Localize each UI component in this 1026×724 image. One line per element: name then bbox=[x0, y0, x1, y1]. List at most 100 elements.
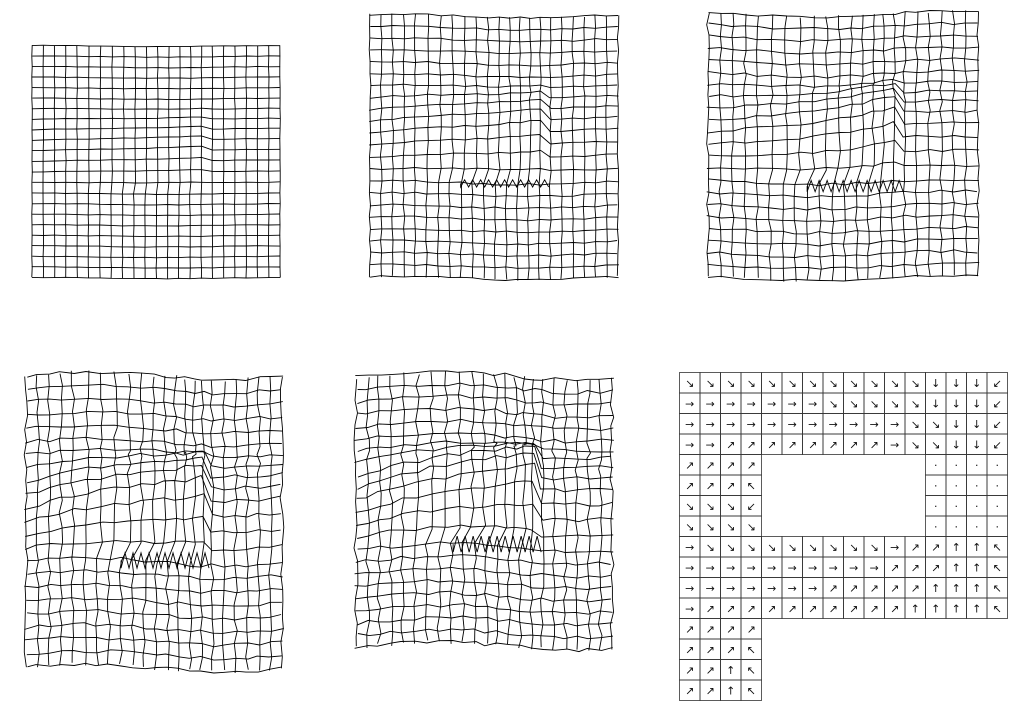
mesh-row-line bbox=[369, 99, 618, 110]
displacement-arrow: → bbox=[808, 582, 817, 595]
displacement-arrow: · bbox=[996, 459, 1000, 472]
mesh-column-line bbox=[167, 46, 169, 278]
mesh-row-line bbox=[708, 58, 979, 65]
mesh-row-line bbox=[370, 38, 618, 42]
displacement-arrow: ↖ bbox=[747, 479, 756, 492]
displacement-arrow: → bbox=[829, 418, 838, 431]
displacement-arrow: ↑ bbox=[952, 582, 961, 595]
mesh-column-line bbox=[36, 375, 39, 667]
displacement-arrow: ↑ bbox=[726, 664, 735, 677]
mesh-column-line bbox=[48, 375, 52, 665]
mesh-column-line bbox=[952, 10, 955, 275]
displacement-arrow: ↗ bbox=[747, 438, 756, 451]
displacement-arrow: ↘ bbox=[747, 377, 756, 390]
mesh-row-line bbox=[358, 383, 613, 394]
displacement-arrow: ↗ bbox=[706, 479, 715, 492]
mesh-column-line bbox=[595, 15, 597, 277]
displacement-arrow: · bbox=[934, 500, 938, 513]
mesh-row-line bbox=[25, 637, 283, 647]
displacement-arrow: → bbox=[808, 561, 817, 574]
displacement-arrow: ↓ bbox=[952, 397, 961, 410]
displacement-arrow: → bbox=[726, 418, 735, 431]
mesh-column-line bbox=[222, 382, 225, 671]
displacement-arrow: ↙ bbox=[747, 500, 756, 513]
displacement-arrow: ↘ bbox=[890, 397, 899, 410]
mesh-row-line bbox=[370, 216, 619, 221]
mesh-column-line bbox=[414, 14, 415, 277]
displacement-arrow: ↘ bbox=[829, 377, 838, 390]
mesh-row-line bbox=[32, 157, 280, 161]
mesh-column-line bbox=[366, 377, 370, 648]
displacement-arrow: ↗ bbox=[931, 561, 940, 574]
mesh-column-line bbox=[389, 376, 393, 646]
mesh-column-line bbox=[111, 46, 113, 278]
displacement-arrow: → bbox=[706, 561, 715, 574]
mesh-row-line bbox=[32, 117, 280, 119]
mesh-row-line bbox=[32, 66, 280, 68]
displacement-arrow: · bbox=[975, 520, 979, 533]
mesh-row-line bbox=[354, 433, 614, 443]
mesh-row-line bbox=[371, 229, 619, 233]
mesh-column-line bbox=[100, 46, 101, 278]
mesh-row-line bbox=[355, 371, 614, 381]
mesh-column-line bbox=[280, 377, 284, 668]
mesh-column-line bbox=[903, 12, 906, 277]
displacement-arrow: ↗ bbox=[870, 438, 879, 451]
displacement-arrow: → bbox=[870, 561, 879, 574]
displacement-arrow: ↘ bbox=[685, 520, 694, 533]
mesh-row-line bbox=[357, 463, 613, 498]
displacement-arrow: ↘ bbox=[726, 520, 735, 533]
displacement-arrow: → bbox=[870, 418, 879, 431]
displacement-arrow: ↘ bbox=[890, 377, 899, 390]
mesh-column-line bbox=[915, 11, 918, 277]
mesh-column-line bbox=[403, 14, 405, 277]
mesh-row-line bbox=[707, 107, 979, 133]
mesh-column-line bbox=[528, 18, 532, 280]
displacement-arrow: ↘ bbox=[767, 377, 776, 390]
mesh-row-line bbox=[26, 465, 281, 493]
displacement-arrow: ↑ bbox=[931, 582, 940, 595]
mesh-column-line bbox=[177, 380, 187, 672]
displacement-arrow: ↗ bbox=[706, 623, 715, 636]
displacement-arrow: → bbox=[726, 397, 735, 410]
mesh-row-line bbox=[358, 408, 614, 419]
displacement-arrow: ↘ bbox=[685, 377, 694, 390]
mesh-column-line bbox=[572, 17, 574, 278]
displacement-arrow-grid: ↘↘↘↘↘↘↘↘↘↘↘↘↓↓↓↙→→→→→→→↘↘↘↘↘↓↓↓↙→→→→→→→→… bbox=[679, 372, 1019, 717]
mesh-column-line bbox=[965, 10, 968, 276]
displacement-arrow: ↗ bbox=[706, 664, 715, 677]
mesh-column-line bbox=[541, 379, 544, 647]
displacement-arrow: ↗ bbox=[726, 438, 735, 451]
mesh-column-line bbox=[508, 377, 518, 644]
mesh-row-line bbox=[32, 45, 280, 47]
displacement-arrow: · bbox=[955, 500, 959, 513]
displacement-arrow: ↘ bbox=[931, 438, 940, 451]
mesh-row-line bbox=[370, 168, 618, 171]
displacement-arrow: ↗ bbox=[829, 582, 838, 595]
displacement-arrow: ↘ bbox=[849, 397, 858, 410]
mesh-column-line bbox=[201, 47, 202, 279]
mesh-column-line bbox=[66, 46, 67, 278]
mesh-column-line bbox=[485, 374, 498, 643]
mesh-row-line bbox=[24, 583, 282, 593]
displacement-arrow: ↓ bbox=[931, 377, 940, 390]
displacement-arrow: ↓ bbox=[952, 438, 961, 451]
mesh-row-line bbox=[356, 604, 613, 615]
displacement-arrow: ↗ bbox=[808, 438, 817, 451]
displacement-arrow: → bbox=[767, 397, 776, 410]
displacement-arrow: ↘ bbox=[788, 541, 797, 554]
mesh-column-line bbox=[223, 46, 224, 278]
displacement-arrow: ↙ bbox=[993, 418, 1002, 431]
mesh-column-line bbox=[32, 45, 33, 277]
displacement-arrow: ↘ bbox=[788, 377, 797, 390]
displacement-arrow: → bbox=[767, 582, 776, 595]
displacement-arrow: → bbox=[685, 602, 694, 615]
displacement-arrow: → bbox=[726, 561, 735, 574]
displacement-arrow: · bbox=[955, 459, 959, 472]
mesh-column-line bbox=[782, 16, 787, 282]
mesh-row-line bbox=[370, 61, 618, 66]
mesh-column-line bbox=[235, 46, 236, 278]
mesh-column-line bbox=[598, 379, 602, 650]
displacement-arrow: ↗ bbox=[890, 561, 899, 574]
displacement-arrow: ↘ bbox=[747, 541, 756, 554]
